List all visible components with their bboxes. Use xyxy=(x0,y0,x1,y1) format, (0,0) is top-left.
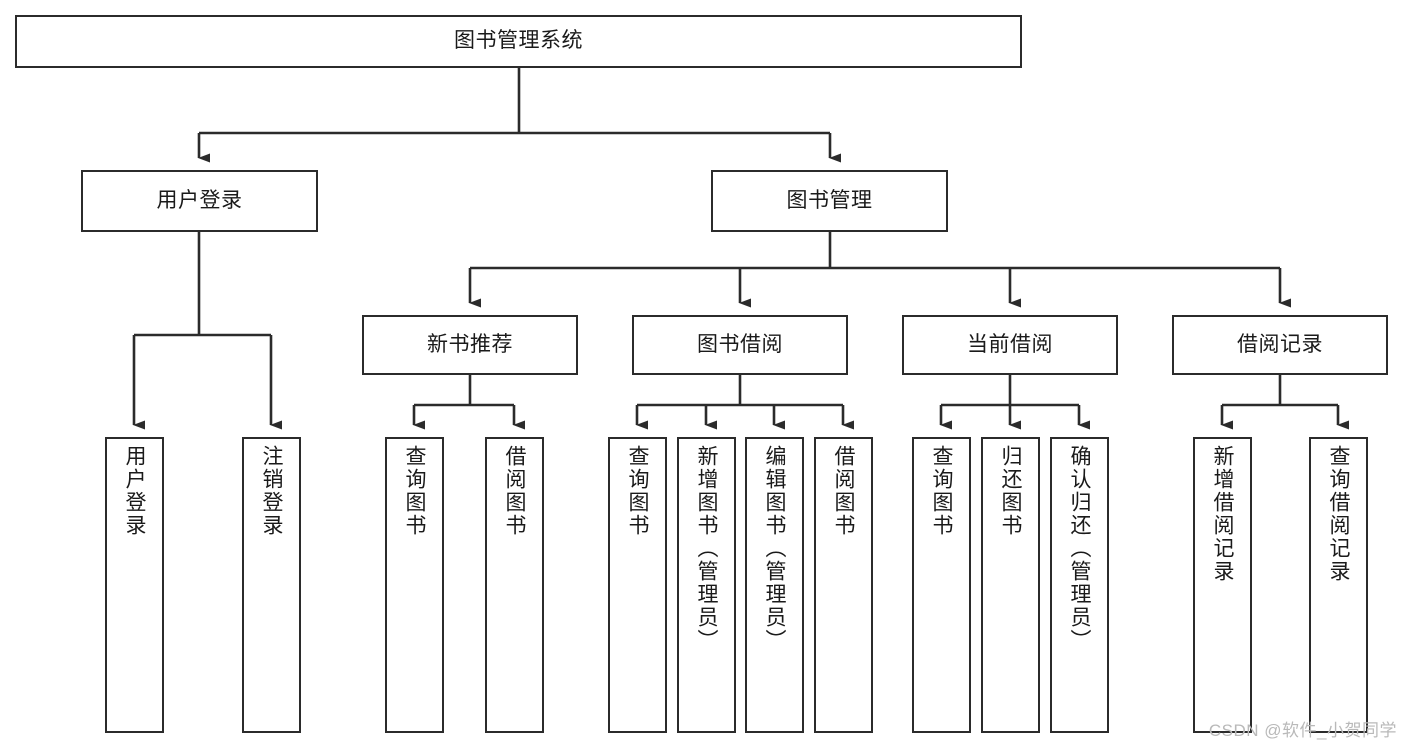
node-leaf-logout-login-label: 注销登录 xyxy=(260,445,283,537)
node-user-login[interactable]: 用户登录 xyxy=(81,170,318,232)
node-leaf-edit-book-label: 编辑图书（管理员） xyxy=(763,445,786,652)
node-leaf-confirm-return[interactable]: 确认归还（管理员） xyxy=(1050,437,1109,733)
node-leaf-user-login-label: 用户登录 xyxy=(123,445,146,537)
node-current-borrow-label: 当前借阅 xyxy=(967,332,1053,356)
node-leaf-return-book[interactable]: 归还图书 xyxy=(981,437,1040,733)
node-borrow-record[interactable]: 借阅记录 xyxy=(1172,315,1388,375)
node-leaf-query-record-label: 查询借阅记录 xyxy=(1327,445,1350,583)
node-leaf-borrow-book-2-label: 借阅图书 xyxy=(832,445,855,537)
node-leaf-query-book-3-label: 查询图书 xyxy=(930,445,953,537)
node-book-management-label: 图书管理 xyxy=(786,188,873,212)
node-current-borrow[interactable]: 当前借阅 xyxy=(902,315,1118,375)
node-leaf-logout-login[interactable]: 注销登录 xyxy=(242,437,301,733)
node-book-management[interactable]: 图书管理 xyxy=(711,170,948,232)
watermark-text: CSDN @软件_小贺同学 xyxy=(1208,721,1397,740)
node-leaf-user-login[interactable]: 用户登录 xyxy=(105,437,164,733)
node-user-login-label: 用户登录 xyxy=(156,188,243,212)
node-borrow-record-label: 借阅记录 xyxy=(1237,332,1323,356)
node-root[interactable]: 图书管理系统 xyxy=(15,15,1022,68)
node-book-borrow[interactable]: 图书借阅 xyxy=(632,315,848,375)
node-leaf-query-book-1-label: 查询图书 xyxy=(403,445,426,537)
node-leaf-borrow-book-1-label: 借阅图书 xyxy=(503,445,526,537)
node-leaf-query-book-3[interactable]: 查询图书 xyxy=(912,437,971,733)
node-leaf-borrow-book-2[interactable]: 借阅图书 xyxy=(814,437,873,733)
node-leaf-query-book-2[interactable]: 查询图书 xyxy=(608,437,667,733)
node-new-book-recommend[interactable]: 新书推荐 xyxy=(362,315,578,375)
node-leaf-return-book-label: 归还图书 xyxy=(999,445,1022,537)
node-root-label: 图书管理系统 xyxy=(454,29,583,53)
node-leaf-query-record[interactable]: 查询借阅记录 xyxy=(1309,437,1368,733)
node-leaf-add-record[interactable]: 新增借阅记录 xyxy=(1193,437,1252,733)
node-leaf-add-record-label: 新增借阅记录 xyxy=(1211,445,1234,583)
node-new-book-recommend-label: 新书推荐 xyxy=(427,332,513,356)
node-leaf-query-book-1[interactable]: 查询图书 xyxy=(385,437,444,733)
node-leaf-borrow-book-1[interactable]: 借阅图书 xyxy=(485,437,544,733)
node-leaf-confirm-return-label: 确认归还（管理员） xyxy=(1068,445,1091,652)
node-leaf-edit-book[interactable]: 编辑图书（管理员） xyxy=(745,437,804,733)
node-leaf-add-book[interactable]: 新增图书（管理员） xyxy=(677,437,736,733)
node-leaf-add-book-label: 新增图书（管理员） xyxy=(695,445,718,652)
node-leaf-query-book-2-label: 查询图书 xyxy=(626,445,649,537)
node-book-borrow-label: 图书借阅 xyxy=(697,332,783,356)
